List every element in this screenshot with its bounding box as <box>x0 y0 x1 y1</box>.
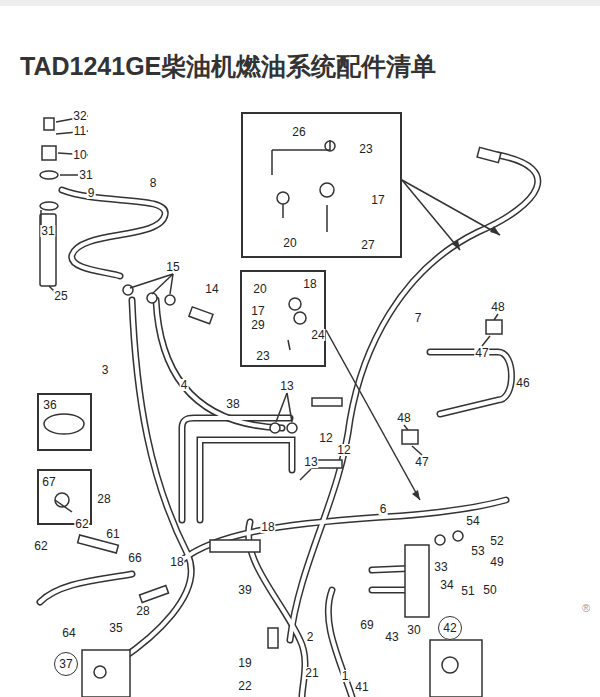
callout-number: 53 <box>470 545 485 557</box>
callout-number: 23 <box>358 143 373 155</box>
callout-number: 29 <box>250 319 265 331</box>
callout-number: 19 <box>237 657 252 669</box>
callout-number: 7 <box>414 312 423 324</box>
callout-number: 67 <box>41 476 56 488</box>
callout-number: 20 <box>252 283 267 295</box>
callout-number: 54 <box>465 515 480 527</box>
callout-number: 1 <box>341 670 350 682</box>
callout-number: 17 <box>370 194 385 206</box>
callout-number: 33 <box>433 561 448 573</box>
inset-frame: 26 23 17 20 27 <box>241 112 402 258</box>
inset-frame: 36 <box>37 393 92 451</box>
callout-circle: 42 <box>438 616 462 640</box>
callout-number: 48 <box>396 412 411 424</box>
callout-number: 22 <box>237 680 252 692</box>
callout-number: 21 <box>304 667 319 679</box>
callout-number: 8 <box>149 177 158 189</box>
callout-number: 12 <box>336 444 351 456</box>
callout-number: 37 <box>58 658 73 670</box>
callout-number: 4 <box>180 379 189 391</box>
callout-number: 26 <box>291 126 306 138</box>
callout-number: 3 <box>101 364 110 376</box>
callout-number: 51 <box>460 585 475 597</box>
callout-number: 15 <box>165 261 180 273</box>
callout-number: 38 <box>225 398 240 410</box>
callout-number: 42 <box>442 622 457 634</box>
page-title: TAD1241GE柴油机燃油系统配件清单 <box>20 50 436 83</box>
callout-number: 62 <box>33 540 48 552</box>
callout-number: 6 <box>379 503 388 515</box>
callout-number: 9 <box>87 187 96 199</box>
callout-number: 13 <box>279 380 294 392</box>
callout-number: 47 <box>414 456 429 468</box>
callout-number: 52 <box>489 535 504 547</box>
callout-number: 12 <box>318 432 333 444</box>
callout-number: 62 <box>74 518 89 530</box>
inset-frame: 67 <box>37 469 92 525</box>
callout-number: 39 <box>237 584 252 596</box>
callout-number: 69 <box>359 619 374 631</box>
callout-number: 35 <box>108 622 123 634</box>
callout-number: 18 <box>169 556 184 568</box>
callout-number: 61 <box>105 528 120 540</box>
callout-number: 18 <box>302 278 317 290</box>
callout-number: 2 <box>306 631 315 643</box>
callout-number: 11 <box>73 125 87 137</box>
callout-number: 36 <box>42 399 57 411</box>
callout-number: 48 <box>490 301 505 313</box>
inset-frame: 20 18 17 29 24 23 <box>240 270 326 367</box>
callout-number: 64 <box>61 627 76 639</box>
callout-number: 41 <box>354 681 369 693</box>
callout-number: 30 <box>406 624 421 636</box>
callout-number: 34 <box>439 579 454 591</box>
callout-number: 47 <box>474 347 489 359</box>
callout-number: 23 <box>255 350 270 362</box>
callout-number: 18 <box>260 521 275 533</box>
callout-number: 50 <box>482 584 497 596</box>
callout-number: 27 <box>360 239 375 251</box>
callout-number: 14 <box>204 283 219 295</box>
callout-number: 28 <box>135 605 150 617</box>
callout-number: 17 <box>250 305 265 317</box>
callout-number: 28 <box>96 493 111 505</box>
callout-number: 46 <box>515 377 530 389</box>
callout-number: 49 <box>489 556 504 568</box>
callout-number: 31 <box>78 169 93 181</box>
callout-number: 31 <box>40 225 55 237</box>
callout-number: 43 <box>384 631 399 643</box>
callout-number: 20 <box>282 237 297 249</box>
callout-number: 24 <box>310 329 325 341</box>
callout-number: 25 <box>53 290 68 302</box>
callout-circle: 37 <box>54 652 78 676</box>
callout-number: 13 <box>303 456 318 468</box>
callout-number: 66 <box>127 552 142 564</box>
watermark: ® <box>581 602 591 614</box>
callout-number: 10 <box>72 149 87 161</box>
callout-number: 32 <box>72 110 87 122</box>
